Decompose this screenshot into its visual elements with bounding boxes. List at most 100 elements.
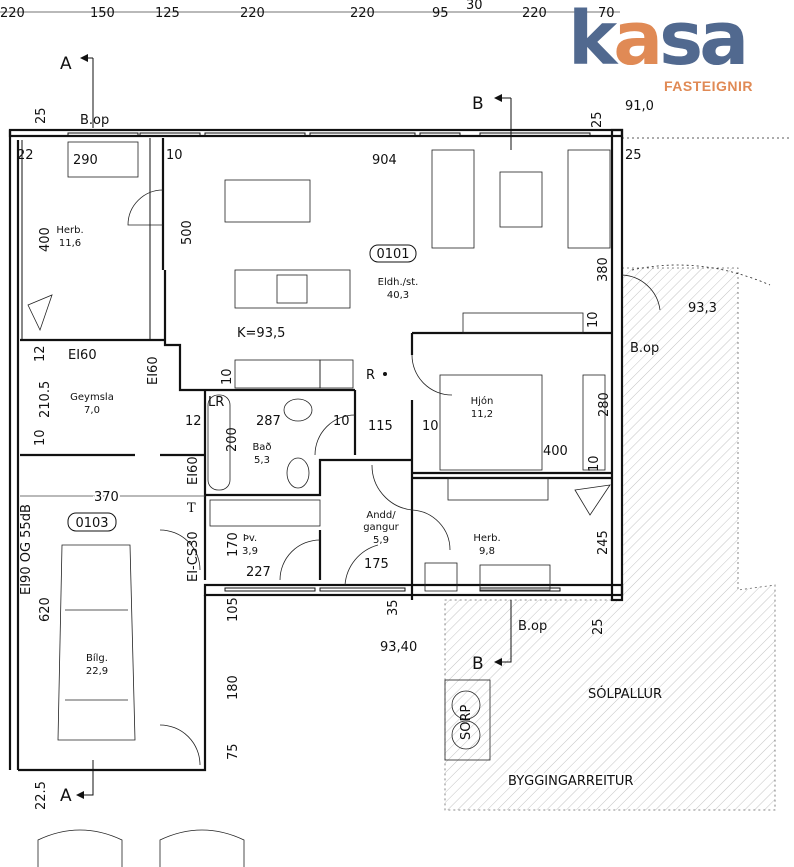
fire-rating: EI60 xyxy=(68,348,97,363)
dim-label: 370 xyxy=(94,490,119,505)
logo-letter: a xyxy=(613,0,663,82)
dim-label: 227 xyxy=(246,565,271,580)
dim-label: 22.5 xyxy=(34,781,49,810)
dim-label: 25 xyxy=(625,148,642,163)
logo-wordmark: kasa xyxy=(568,2,783,76)
laundry-label: LR xyxy=(208,395,224,410)
room-name: Herb. xyxy=(473,533,500,544)
annotations: K=93,5 LR T R SORP SÓLPALLUR BYGGINGARRE… xyxy=(187,99,717,791)
logo-letter: sa xyxy=(659,0,749,82)
room-name: gangur xyxy=(363,522,399,533)
room-name: Hjón xyxy=(471,395,494,407)
dim-label: 210.5 xyxy=(38,381,53,418)
room-name: Bílg. xyxy=(86,652,108,664)
dim-label: 904 xyxy=(372,153,397,168)
dim-label: 70 xyxy=(598,6,615,21)
fire-rating: EI60 xyxy=(146,356,161,385)
dim-label: 75 xyxy=(226,743,241,760)
section-marks: A B.op B B.op B.op B A xyxy=(60,54,659,806)
room-id-badge xyxy=(369,244,417,263)
room-labels: Herb. 11,6 0101 Eldh./st. 40,3 Geymsla 7… xyxy=(56,225,500,677)
room-id: 0101 xyxy=(376,247,409,262)
furniture xyxy=(37,141,611,867)
dim-label: 95 xyxy=(432,6,449,21)
dim-label: 245 xyxy=(596,530,611,555)
room-area: 7,0 xyxy=(84,405,100,416)
dim-label: 220 xyxy=(240,6,265,21)
fire-rating: EI-CS30 xyxy=(186,531,201,582)
dim-label: 25 xyxy=(591,618,606,635)
floor-level: K=93,5 xyxy=(237,326,285,341)
section-a-top: A xyxy=(60,54,72,74)
dim-label: 10 xyxy=(166,148,183,163)
dim-label: 200 xyxy=(225,427,240,452)
dim-label: 12 xyxy=(185,414,202,429)
bop-label: B.op xyxy=(630,341,659,356)
doors[interactable] xyxy=(27,189,661,766)
r-label: R xyxy=(366,368,375,383)
room-name: Bað xyxy=(252,442,271,453)
level-label: 93,3 xyxy=(688,301,717,316)
dim-label: 220 xyxy=(0,6,25,21)
dim-label: 280 xyxy=(597,392,612,417)
section-b-bottom: B xyxy=(472,654,484,674)
room-name: Þv. xyxy=(243,533,257,544)
deck-area xyxy=(444,267,776,811)
bop-label: B.op xyxy=(80,113,109,128)
dim-label: 30 xyxy=(466,0,483,13)
top-dimensions: 220 150 125 220 220 95 30 220 70 xyxy=(0,0,615,21)
dim-label: 170 xyxy=(226,532,241,557)
dim-label: 287 xyxy=(256,414,281,429)
logo-subtitle: FASTEIGNIR xyxy=(664,78,754,94)
dim-label: 22 xyxy=(17,148,34,163)
dim-label: 12 xyxy=(33,345,48,362)
dim-label: 10 xyxy=(586,311,601,328)
room-area: 9,8 xyxy=(479,546,495,557)
room-area: 5,3 xyxy=(254,455,270,466)
dim-label: 10 xyxy=(220,368,235,385)
dim-label: 10 xyxy=(587,455,602,472)
dim-label: 180 xyxy=(226,675,241,700)
logo-letter: k xyxy=(568,0,617,82)
level-label: 91,0 xyxy=(625,99,654,114)
dim-label: 220 xyxy=(522,6,547,21)
dim-label: 290 xyxy=(73,153,98,168)
dim-label: 150 xyxy=(90,6,115,21)
fire-rating: EI60 xyxy=(186,456,201,485)
dim-label: 125 xyxy=(155,6,180,21)
dim-label: 35 xyxy=(386,599,401,616)
section-b-top: B xyxy=(472,94,484,114)
dim-label: 175 xyxy=(364,557,389,572)
room-name: Herb. xyxy=(56,225,83,236)
room-name: Andd/ xyxy=(366,510,396,521)
dim-label: 25 xyxy=(34,107,49,124)
dim-label: 400 xyxy=(543,444,568,459)
room-name: Eldh./st. xyxy=(378,277,419,288)
fire-rating: EI90 OG 55dB xyxy=(19,504,34,595)
section-a-bottom: A xyxy=(60,786,72,806)
room-area: 22,9 xyxy=(86,666,108,677)
dim-label: 25 xyxy=(590,111,605,128)
deck-label: SÓLPALLUR xyxy=(588,686,662,702)
room-area: 5,9 xyxy=(373,535,389,546)
dim-label: 220 xyxy=(350,6,375,21)
building-boundary xyxy=(622,137,790,286)
dim-label: 620 xyxy=(38,597,53,622)
dim-label: 115 xyxy=(368,419,393,434)
room-name: Geymsla xyxy=(70,392,114,403)
dim-label: 500 xyxy=(180,220,195,245)
room-area: 11,6 xyxy=(59,238,81,249)
dim-label: 400 xyxy=(38,227,53,252)
kasa-logo: kasa FASTEIGNIR xyxy=(568,2,783,94)
windows xyxy=(67,132,591,592)
room-id: 0103 xyxy=(75,516,108,531)
building-area-label: BYGGINGARREITUR xyxy=(508,774,633,789)
room-id-badge xyxy=(67,512,117,532)
room-area: 3,9 xyxy=(242,546,258,557)
t-label: T xyxy=(187,501,196,516)
room-area: 11,2 xyxy=(471,409,493,420)
sorp-label: SORP xyxy=(459,704,474,740)
level-label: 93,40 xyxy=(380,640,417,655)
dim-label: 105 xyxy=(226,597,241,622)
